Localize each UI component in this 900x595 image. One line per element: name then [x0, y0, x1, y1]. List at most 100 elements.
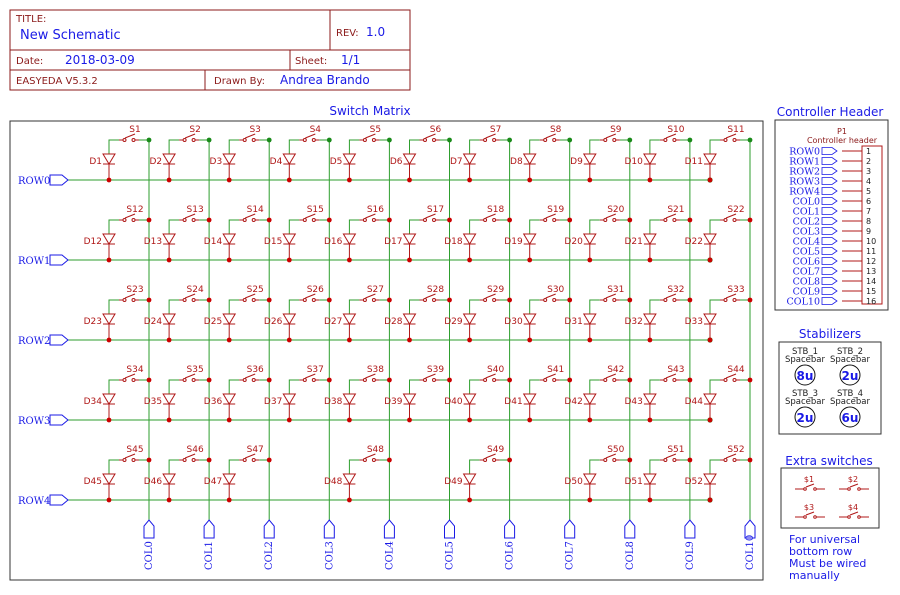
diode-symbol[interactable]: D8	[510, 153, 537, 180]
diode-symbol[interactable]: D9	[570, 153, 597, 180]
switch-symbol[interactable]: S47	[239, 445, 264, 462]
switch-symbol[interactable]: S24	[179, 285, 204, 302]
switch-symbol[interactable]: S50	[599, 445, 625, 462]
diode-symbol[interactable]: D47	[204, 473, 237, 500]
diode-symbol[interactable]: D31	[564, 313, 597, 340]
diode-symbol[interactable]: D32	[625, 313, 657, 340]
switch-symbol[interactable]: S10	[659, 125, 685, 142]
switch-symbol[interactable]: S15	[299, 205, 324, 222]
diode-symbol[interactable]: D34	[84, 393, 116, 420]
switch-symbol[interactable]: S8	[539, 125, 562, 142]
switch-symbol[interactable]: S14	[239, 205, 264, 222]
switch-symbol[interactable]: S18	[479, 205, 505, 222]
switch-symbol[interactable]: S44	[720, 365, 745, 382]
switch-symbol[interactable]: S2	[179, 125, 201, 142]
switch-symbol[interactable]: S9	[599, 125, 622, 142]
diode-symbol[interactable]: D38	[324, 393, 357, 420]
switch-symbol[interactable]: S41	[539, 365, 565, 382]
diode-symbol[interactable]: D6	[390, 153, 417, 180]
diode-symbol[interactable]: D42	[564, 393, 597, 420]
diode-symbol[interactable]: D13	[144, 233, 176, 260]
switch-symbol[interactable]: S31	[599, 285, 625, 302]
diode-symbol[interactable]: D23	[84, 313, 116, 340]
switch-symbol[interactable]: S46	[179, 445, 204, 462]
switch-symbol[interactable]: S13	[179, 205, 204, 222]
drawn-by-value[interactable]: Andrea Brando	[280, 73, 370, 87]
diode-symbol[interactable]: D24	[144, 313, 176, 340]
switch-symbol[interactable]: S37	[299, 365, 324, 382]
switch-symbol[interactable]: S51	[659, 445, 685, 462]
switch-symbol[interactable]: S43	[659, 365, 685, 382]
switch-symbol[interactable]: S36	[239, 365, 264, 382]
switch-symbol[interactable]: S4	[299, 125, 321, 142]
switch-symbol[interactable]: S39	[419, 365, 445, 382]
diode-symbol[interactable]: D41	[504, 393, 537, 420]
diode-symbol[interactable]: D29	[444, 313, 477, 340]
switch-symbol[interactable]: S3	[239, 125, 261, 142]
diode-symbol[interactable]: D26	[264, 313, 297, 340]
diode-symbol[interactable]: D19	[504, 233, 537, 260]
diode-symbol[interactable]: D50	[564, 473, 597, 500]
diode-symbol[interactable]: D18	[444, 233, 477, 260]
diode-symbol[interactable]: D28	[384, 313, 417, 340]
switch-symbol[interactable]: S25	[239, 285, 264, 302]
diode-symbol[interactable]: D16	[324, 233, 357, 260]
switch-symbol[interactable]: S16	[359, 205, 384, 222]
schematic-title[interactable]: New Schematic	[20, 28, 121, 43]
switch-symbol[interactable]: S34	[119, 365, 144, 382]
diode-symbol[interactable]: D48	[324, 473, 357, 500]
switch-symbol[interactable]: S42	[599, 365, 625, 382]
switch-symbol[interactable]: S38	[359, 365, 384, 382]
diode-symbol[interactable]: D33	[685, 313, 717, 340]
switch-symbol[interactable]: S35	[179, 365, 204, 382]
switch-symbol[interactable]: S52	[720, 445, 745, 462]
switch-symbol[interactable]: S40	[479, 365, 505, 382]
switch-symbol[interactable]: S5	[359, 125, 381, 142]
switch-symbol[interactable]: S48	[359, 445, 384, 462]
diode-symbol[interactable]: D39	[384, 393, 417, 420]
diode-symbol[interactable]: D44	[685, 393, 717, 420]
extra-switch[interactable]: $1	[795, 475, 825, 491]
diode-symbol[interactable]: D35	[144, 393, 176, 420]
diode-symbol[interactable]: D30	[504, 313, 537, 340]
switch-symbol[interactable]: S19	[539, 205, 565, 222]
